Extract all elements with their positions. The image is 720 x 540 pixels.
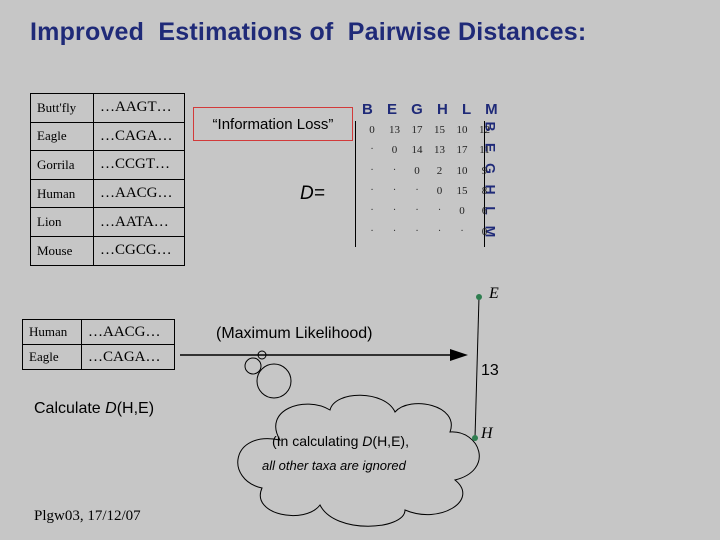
matrix-cell: 17: [456, 144, 468, 157]
alignment-row: Mouse…CGCG…: [30, 235, 185, 266]
matrix-cell: ·: [415, 184, 419, 196]
taxon-name: Human: [22, 319, 82, 345]
matrix-cell: 0: [459, 205, 465, 218]
matrix-cell: ·: [370, 164, 374, 176]
tree-label-h: H: [481, 425, 493, 442]
branch-length-label: 13: [481, 362, 499, 379]
sequence-fragment: …CCGT…: [93, 150, 185, 180]
sequence-fragment: …AACG…: [93, 178, 185, 209]
matrix-cell: ·: [415, 205, 419, 217]
alignment-table: Butt'fly…AAGT…Eagle…CAGA…Gorrila…CCGT…Hu…: [30, 93, 185, 266]
matrix-cell: ·: [392, 205, 397, 217]
matrix-cell: 9: [481, 164, 488, 177]
matrix-cell: 12: [479, 124, 490, 136]
distance-matrix: [355, 121, 485, 247]
tree-label-e: E: [489, 285, 499, 302]
information-loss-box: “Information Loss”: [193, 107, 353, 141]
calculate-label: Calculate D(H,E): [34, 400, 155, 417]
matrix-column-header: B E G H L M: [362, 101, 503, 118]
matrix-cell: 15: [456, 184, 468, 197]
matrix-cell: ·: [370, 225, 374, 237]
alignment-row: Gorrila…CCGT…: [30, 150, 185, 180]
arrow-head: [450, 349, 468, 361]
matrix-cell: 6: [481, 205, 488, 218]
matrix-cell: 10: [456, 124, 468, 136]
slide-title: Improved Estimations of Pairwise Distanc…: [30, 18, 587, 46]
matrix-cell: 0: [436, 184, 443, 197]
matrix-cell: ·: [460, 225, 464, 237]
cloud-text-line1: (In calculating D(H,E),: [272, 433, 409, 449]
sequence-fragment: …AAGT…: [93, 93, 185, 123]
alignment-row: Eagle…CAGA…: [22, 344, 175, 370]
taxon-name: Butt'fly: [30, 93, 94, 123]
sequence-fragment: …AACG…: [81, 319, 175, 345]
thought-bubble-medium: [244, 357, 262, 375]
information-loss-label: “Information Loss”: [212, 115, 334, 133]
matrix-cell: ·: [370, 205, 374, 217]
matrix-cell: ·: [415, 225, 419, 237]
maximum-likelihood-label: (Maximum Likelihood): [216, 325, 373, 342]
sequence-fragment: …CGCG…: [93, 235, 185, 266]
matrix-cell: 0: [414, 164, 420, 177]
matrix-cell: ·: [392, 225, 397, 237]
matrix-cell: 0: [391, 144, 398, 157]
matrix-cell: ·: [392, 184, 397, 196]
alignment-row: Eagle…CAGA…: [30, 121, 185, 152]
thought-cloud: [237, 394, 480, 527]
matrix-cell: ·: [437, 205, 442, 217]
taxon-name: Eagle: [22, 344, 82, 370]
matrix-cell: 13: [434, 144, 445, 157]
matrix-cell: 2: [436, 164, 443, 177]
matrix-cell: ·: [392, 164, 397, 176]
matrix-cell: 15: [434, 124, 445, 136]
sequence-fragment: …AATA…: [93, 207, 185, 237]
matrix-cell: 11: [479, 144, 490, 157]
alignment-row: Human…AACG…: [22, 319, 175, 345]
thought-bubble-large: [256, 363, 292, 399]
matrix-cell: 14: [411, 144, 423, 157]
alignment-row: Lion…AATA…: [30, 207, 185, 237]
cloud-text-line2: all other taxa are ignored: [262, 458, 406, 473]
matrix-cell: 8: [481, 184, 488, 197]
tree-edge: [474, 296, 480, 439]
taxon-name: Mouse: [30, 235, 94, 266]
sequence-fragment: …CAGA…: [81, 344, 175, 370]
matrix-cell: 0: [481, 225, 488, 238]
footer-label: Plgw03, 17/12/07: [34, 508, 141, 524]
alignment-row: Butt'fly…AAGT…: [30, 93, 185, 123]
taxon-name: Gorrila: [30, 150, 94, 180]
pair-alignment-table: Human…AACG…Eagle…CAGA…: [22, 319, 175, 370]
matrix-cell: ·: [370, 184, 374, 196]
distance-matrix-label: D=: [300, 183, 325, 204]
matrix-cell: 0: [369, 124, 375, 136]
matrix-cell: 17: [411, 124, 423, 136]
matrix-cell: ·: [370, 144, 374, 156]
tree-node-h: [472, 435, 478, 441]
taxon-name: Lion: [30, 207, 94, 237]
matrix-cell: 10: [456, 164, 468, 177]
matrix-cell: ·: [437, 225, 442, 237]
matrix-cell: 13: [389, 124, 400, 136]
tree-node-e: [476, 294, 482, 300]
